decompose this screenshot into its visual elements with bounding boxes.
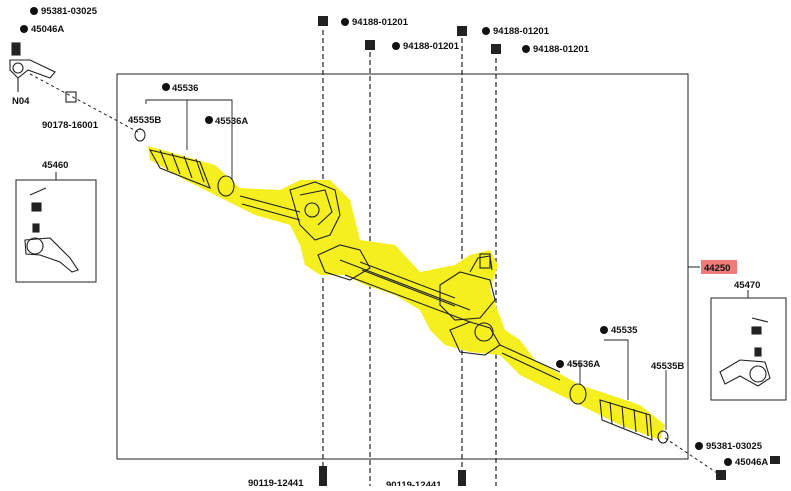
- label-right-inset: 45470: [734, 280, 760, 291]
- label-nut: N04: [12, 96, 30, 107]
- tie-rod-guide-lines: [29, 73, 721, 476]
- label-bottom-bolt-1: 90119-12441: [248, 478, 304, 486]
- bottom-bolt-icons: [319, 466, 466, 486]
- callout-leaders: [139, 99, 667, 430]
- label-top-left-bolt: 95381-03025: [41, 6, 98, 17]
- top-bolt-icons: [318, 16, 501, 54]
- rack-highlight: [148, 146, 665, 440]
- label-boot-right: 45535: [611, 325, 638, 336]
- label-clamp-left: 45536A: [215, 116, 248, 127]
- label-boot-clamp-left: 45535B: [128, 115, 161, 126]
- bottom-right-parts-icon: [716, 456, 780, 480]
- label-left-washer: 90178-16001: [42, 120, 99, 131]
- label-bolt-3: 94188-01201: [493, 26, 550, 37]
- left-clamp-ring: [134, 128, 146, 142]
- label-bolt-2: 94188-01201: [403, 41, 460, 52]
- label-clamp-right: 45536A: [567, 359, 600, 370]
- label-top-left-end: 45046A: [31, 24, 64, 35]
- callout-dots: [20, 7, 732, 466]
- assembly-label-bg: [701, 260, 737, 274]
- steering-rack: [148, 149, 669, 444]
- label-assembly: 44250: [704, 263, 730, 274]
- left-inset-box: [15, 179, 97, 283]
- label-bottom-bolt-2: 90119-12441: [386, 480, 442, 486]
- label-boot-left: 45536: [172, 83, 198, 94]
- label-boot-clamp-right: 45535B: [651, 361, 684, 372]
- left-inset-part-icon: [24, 187, 79, 273]
- right-inset-box: [710, 297, 787, 401]
- label-bottom-right-end: 45046A: [735, 457, 768, 468]
- right-inset-part-icon: [719, 317, 771, 387]
- left-tie-rod-end-icon: [9, 42, 77, 103]
- label-bottom-right-bolt: 95381-03025: [706, 441, 763, 452]
- label-bolt-4: 94188-01201: [533, 44, 590, 55]
- label-left-inset: 45460: [42, 160, 68, 171]
- label-bolt-1: 94188-01201: [352, 17, 409, 28]
